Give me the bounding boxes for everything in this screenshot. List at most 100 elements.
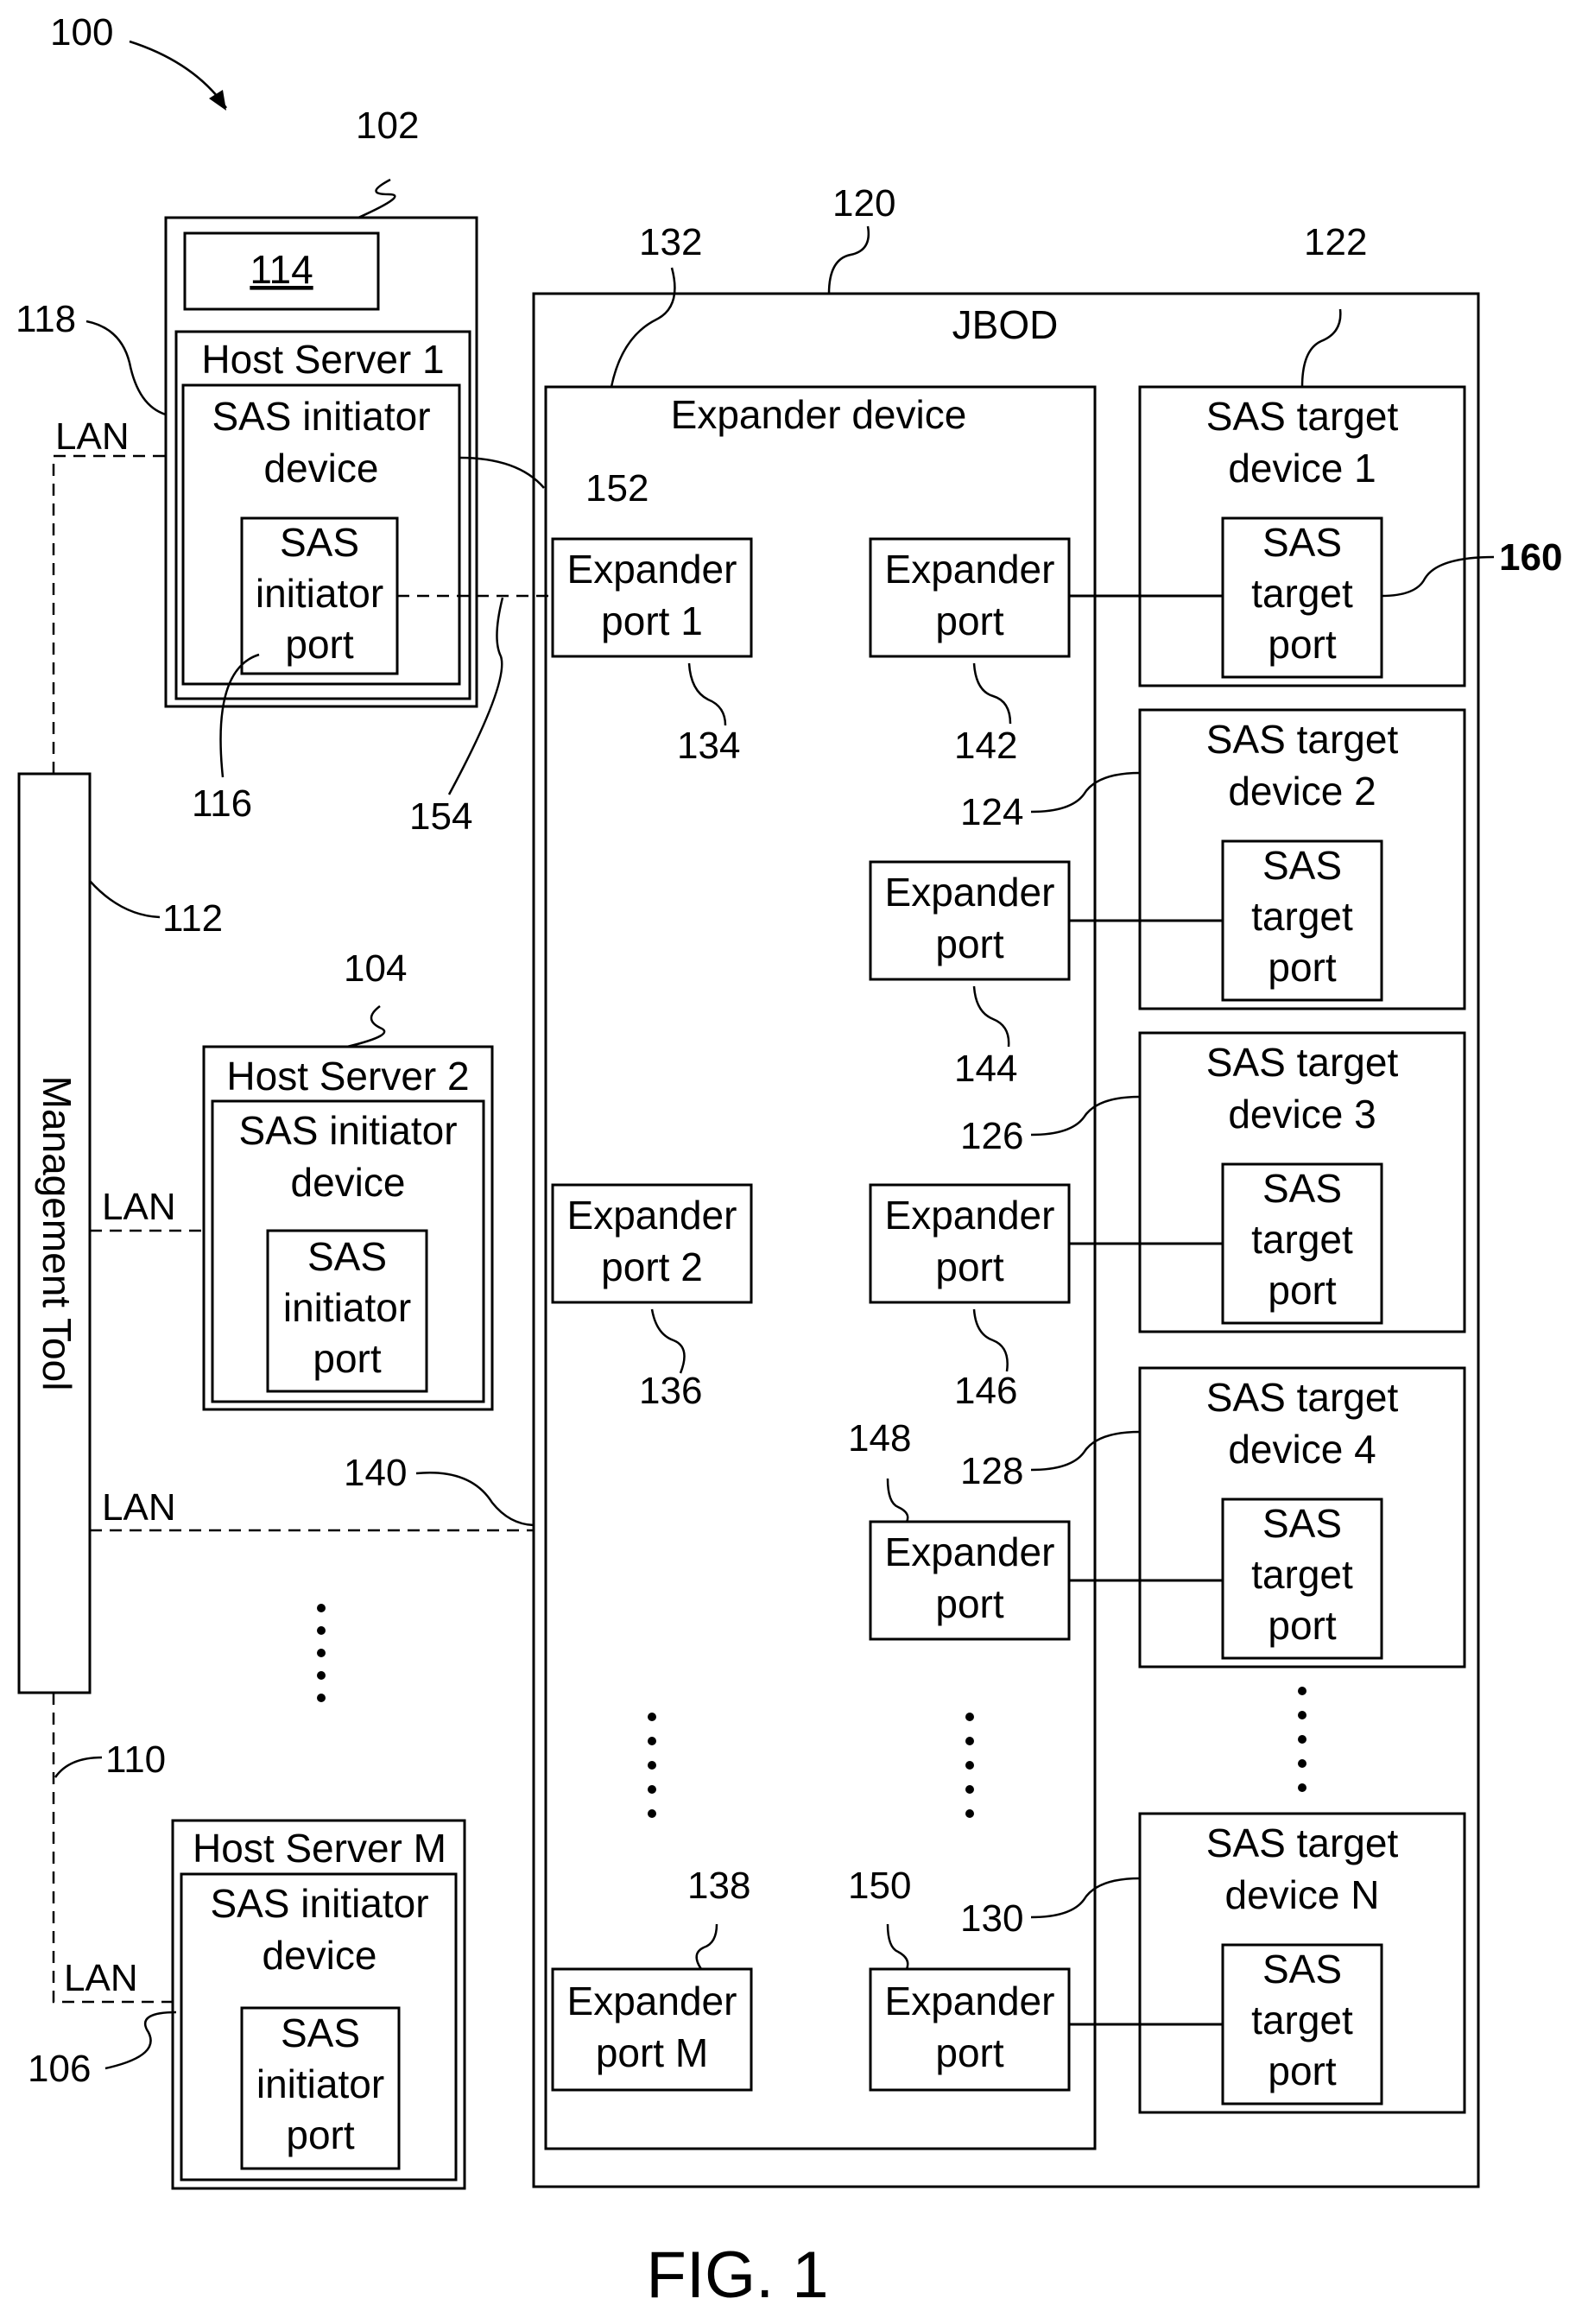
expander-port-label: Expander bbox=[567, 547, 737, 592]
expander-port-label: port bbox=[935, 1581, 1003, 1626]
expander-port-label: Expander bbox=[885, 1193, 1055, 1238]
expander-port-label: Expander bbox=[885, 1979, 1055, 2023]
link-ref: 154 bbox=[409, 795, 472, 838]
initiator-port-label: port bbox=[285, 622, 353, 667]
initiator-device-ref: 152 bbox=[585, 467, 648, 510]
target-device-label: SAS target bbox=[1206, 1040, 1399, 1085]
target-port-label: target bbox=[1251, 1217, 1353, 1262]
target-device-n-ref: 130 bbox=[960, 1897, 1023, 1940]
target-device-label: device 1 bbox=[1228, 446, 1376, 491]
management-tool-label: Management Tool bbox=[35, 1076, 79, 1391]
lan-host-m-ref: 110 bbox=[105, 1738, 166, 1781]
expander-port-right-1-leader bbox=[974, 663, 1010, 724]
lan-link-host-1 bbox=[54, 456, 166, 774]
target-port-1-ref: 160 bbox=[1499, 536, 1562, 579]
expander-port-right-3-ref: 146 bbox=[954, 1370, 1017, 1412]
target-port-label: port bbox=[1268, 622, 1336, 667]
figure-ref: 100 bbox=[50, 11, 113, 54]
expander-port-right-5-ref: 150 bbox=[848, 1865, 911, 1907]
expander-port-label: port bbox=[935, 2030, 1003, 2075]
expander-port-m: Expander port M bbox=[553, 1969, 751, 2090]
expander-port-right-3-leader bbox=[974, 1309, 1008, 1371]
target-port-label: SAS bbox=[1262, 1166, 1342, 1211]
expander-port-label: Expander bbox=[567, 1979, 737, 2023]
initiator-device-label: device bbox=[263, 1933, 377, 1978]
initiator-port-label: SAS bbox=[307, 1234, 387, 1279]
expander-port-right-3: Expander port bbox=[870, 1185, 1069, 1302]
initiator-port-label: initiator bbox=[283, 1285, 411, 1330]
lan-host-1-ref: 118 bbox=[16, 298, 76, 340]
expander-port-right-5-leader bbox=[888, 1924, 908, 1969]
initiator-device-label: device bbox=[291, 1160, 406, 1205]
target-port-label: port bbox=[1268, 2049, 1336, 2093]
target-port-label: port bbox=[1268, 1603, 1336, 1648]
expander-port-label: port bbox=[935, 921, 1003, 966]
target-device-1: SAS target device 1 SAS target port bbox=[1140, 387, 1465, 686]
target-port-label: target bbox=[1251, 894, 1353, 939]
initiator-device-leader bbox=[459, 458, 544, 488]
target-port-label: target bbox=[1251, 1552, 1353, 1597]
host-server-2-leader bbox=[347, 1006, 384, 1047]
expander-port-label: port bbox=[935, 598, 1003, 643]
expander-device-ref: 132 bbox=[639, 221, 702, 263]
target-device-label: device N bbox=[1225, 1872, 1380, 1917]
target-device-2-ref: 124 bbox=[960, 791, 1023, 833]
expander-port-right-5: Expander port bbox=[870, 1969, 1069, 2090]
expander-port-right-4-leader bbox=[888, 1479, 908, 1522]
target-device-label: SAS target bbox=[1206, 717, 1399, 762]
jbod-conn-leader bbox=[416, 1472, 534, 1525]
target-device-2-leader bbox=[1031, 773, 1140, 812]
host-server-1-ref: 102 bbox=[356, 104, 419, 147]
expander-port-label: port 1 bbox=[601, 598, 703, 643]
jbod-ref: 120 bbox=[832, 182, 895, 225]
target-device-label: SAS target bbox=[1206, 1821, 1399, 1865]
expander-port-label: Expander bbox=[885, 870, 1055, 915]
expander-port-1-ref: 134 bbox=[677, 725, 740, 767]
lan-label-host-1: LAN bbox=[55, 415, 130, 458]
initiator-port-label: port bbox=[286, 2112, 354, 2157]
lan-host-1-leader bbox=[86, 321, 166, 415]
management-tool-leader bbox=[90, 881, 160, 917]
lan-label-host-2: LAN bbox=[102, 1186, 176, 1228]
target-device-n: SAS target device N SAS target port bbox=[1140, 1814, 1465, 2112]
target-device-4-ref: 128 bbox=[960, 1450, 1023, 1492]
target-device-n-leader bbox=[1031, 1878, 1140, 1917]
expander-port-label: Expander bbox=[885, 1529, 1055, 1574]
target-device-label: device 2 bbox=[1228, 769, 1376, 814]
target-port-label: port bbox=[1268, 1268, 1336, 1313]
expander-port-right-4: Expander port bbox=[870, 1522, 1069, 1639]
host-server-m-leader bbox=[105, 2012, 176, 2068]
target-port-label: SAS bbox=[1262, 1947, 1342, 1992]
host-server-m-title: Host Server M bbox=[193, 1826, 446, 1871]
host-server-2-title: Host Server 2 bbox=[226, 1054, 469, 1099]
expander-port-right-4-ref: 148 bbox=[848, 1417, 911, 1460]
expander-left-ellipsis bbox=[648, 1713, 656, 1818]
expander-port-right-2: Expander port bbox=[870, 862, 1069, 979]
jbod-leader bbox=[829, 226, 869, 294]
target-port-label: target bbox=[1251, 1998, 1353, 2042]
target-device-label: device 3 bbox=[1228, 1092, 1376, 1137]
expander-port-1: Expander port 1 bbox=[553, 539, 751, 656]
expander-port-right-1: Expander port bbox=[870, 539, 1069, 656]
host-server-m: Host Server M SAS initiator device SAS i… bbox=[173, 1821, 465, 2188]
expander-device-leader bbox=[611, 268, 674, 387]
target-ellipsis bbox=[1298, 1687, 1306, 1792]
expander-port-2: Expander port 2 bbox=[553, 1185, 751, 1302]
target-port-label: SAS bbox=[1262, 843, 1342, 888]
expander-port-right-1-ref: 142 bbox=[954, 725, 1017, 767]
initiator-port-label: SAS bbox=[281, 2011, 360, 2055]
storage-ref: 114 bbox=[250, 247, 313, 292]
figure-ref-arrowhead bbox=[209, 90, 226, 111]
target-port-label: SAS bbox=[1262, 1501, 1342, 1546]
expander-port-label: port M bbox=[596, 2030, 708, 2075]
host-ellipsis bbox=[317, 1604, 326, 1702]
target-device-3: SAS target device 3 SAS target port bbox=[1140, 1033, 1465, 1332]
initiator-device-label: device bbox=[264, 446, 379, 491]
host-server-m-ref: 106 bbox=[28, 2048, 91, 2090]
target-device-3-leader bbox=[1031, 1097, 1140, 1135]
target-port-label: SAS bbox=[1262, 520, 1342, 565]
expander-device-title: Expander device bbox=[671, 392, 967, 437]
initiator-port-label: initiator bbox=[256, 2061, 384, 2106]
target-port-label: port bbox=[1268, 945, 1336, 990]
